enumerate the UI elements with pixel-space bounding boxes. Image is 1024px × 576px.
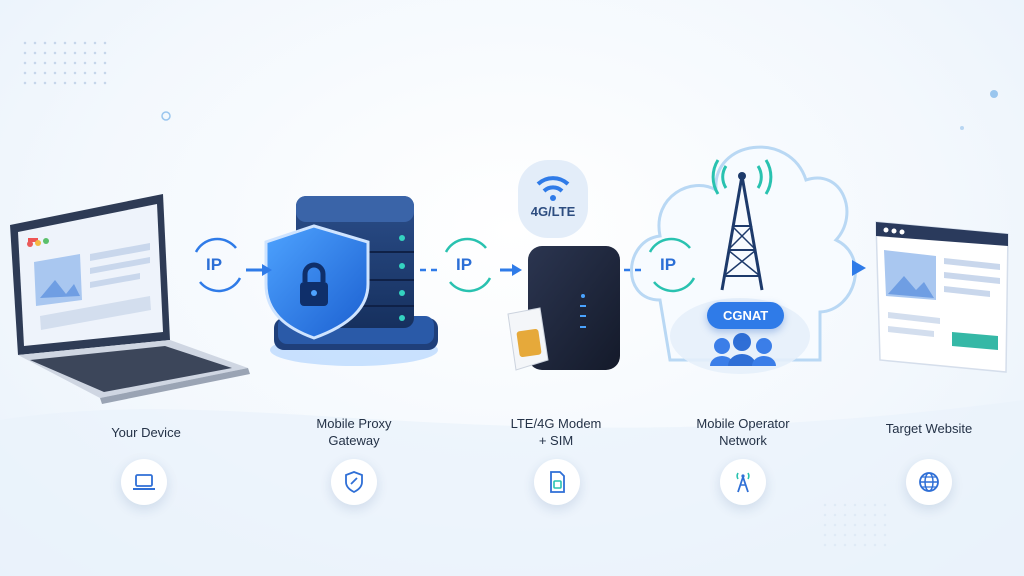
sim-card-icon bbox=[534, 459, 580, 505]
modem-illustration bbox=[507, 160, 620, 371]
lte-tag: 4G/LTE bbox=[530, 204, 576, 219]
cgnat-pill: CGNAT bbox=[707, 302, 785, 329]
decor-dot bbox=[990, 90, 998, 98]
decor-ring bbox=[161, 111, 171, 121]
stage-label-target-website: Target Website bbox=[885, 421, 973, 436]
browser-illustration bbox=[875, 221, 1009, 373]
ip-badge-2: IP bbox=[456, 255, 473, 274]
laptop-icon bbox=[121, 459, 167, 505]
stage-label-operator-network: Mobile Operator Network bbox=[696, 416, 790, 448]
ip-badge-1: IP bbox=[206, 255, 223, 274]
cell-tower-icon bbox=[720, 459, 766, 505]
shield-icon bbox=[331, 459, 377, 505]
arrows bbox=[246, 260, 866, 276]
decor-dots-top-left bbox=[20, 38, 110, 88]
ip-rings bbox=[194, 237, 696, 293]
server-illustration bbox=[264, 196, 438, 366]
stage-label-your-device: Your Device bbox=[111, 425, 181, 440]
laptop-illustration bbox=[10, 194, 250, 404]
ip-badge-3: IP bbox=[660, 255, 677, 274]
stage-label-modem-sim: LTE/4G Modem + SIM bbox=[510, 416, 602, 448]
globe-icon bbox=[906, 459, 952, 505]
decor-dot-small bbox=[960, 126, 964, 130]
stage-label-proxy-gateway: Mobile Proxy Gateway bbox=[316, 416, 392, 448]
background-wave bbox=[0, 400, 1024, 576]
